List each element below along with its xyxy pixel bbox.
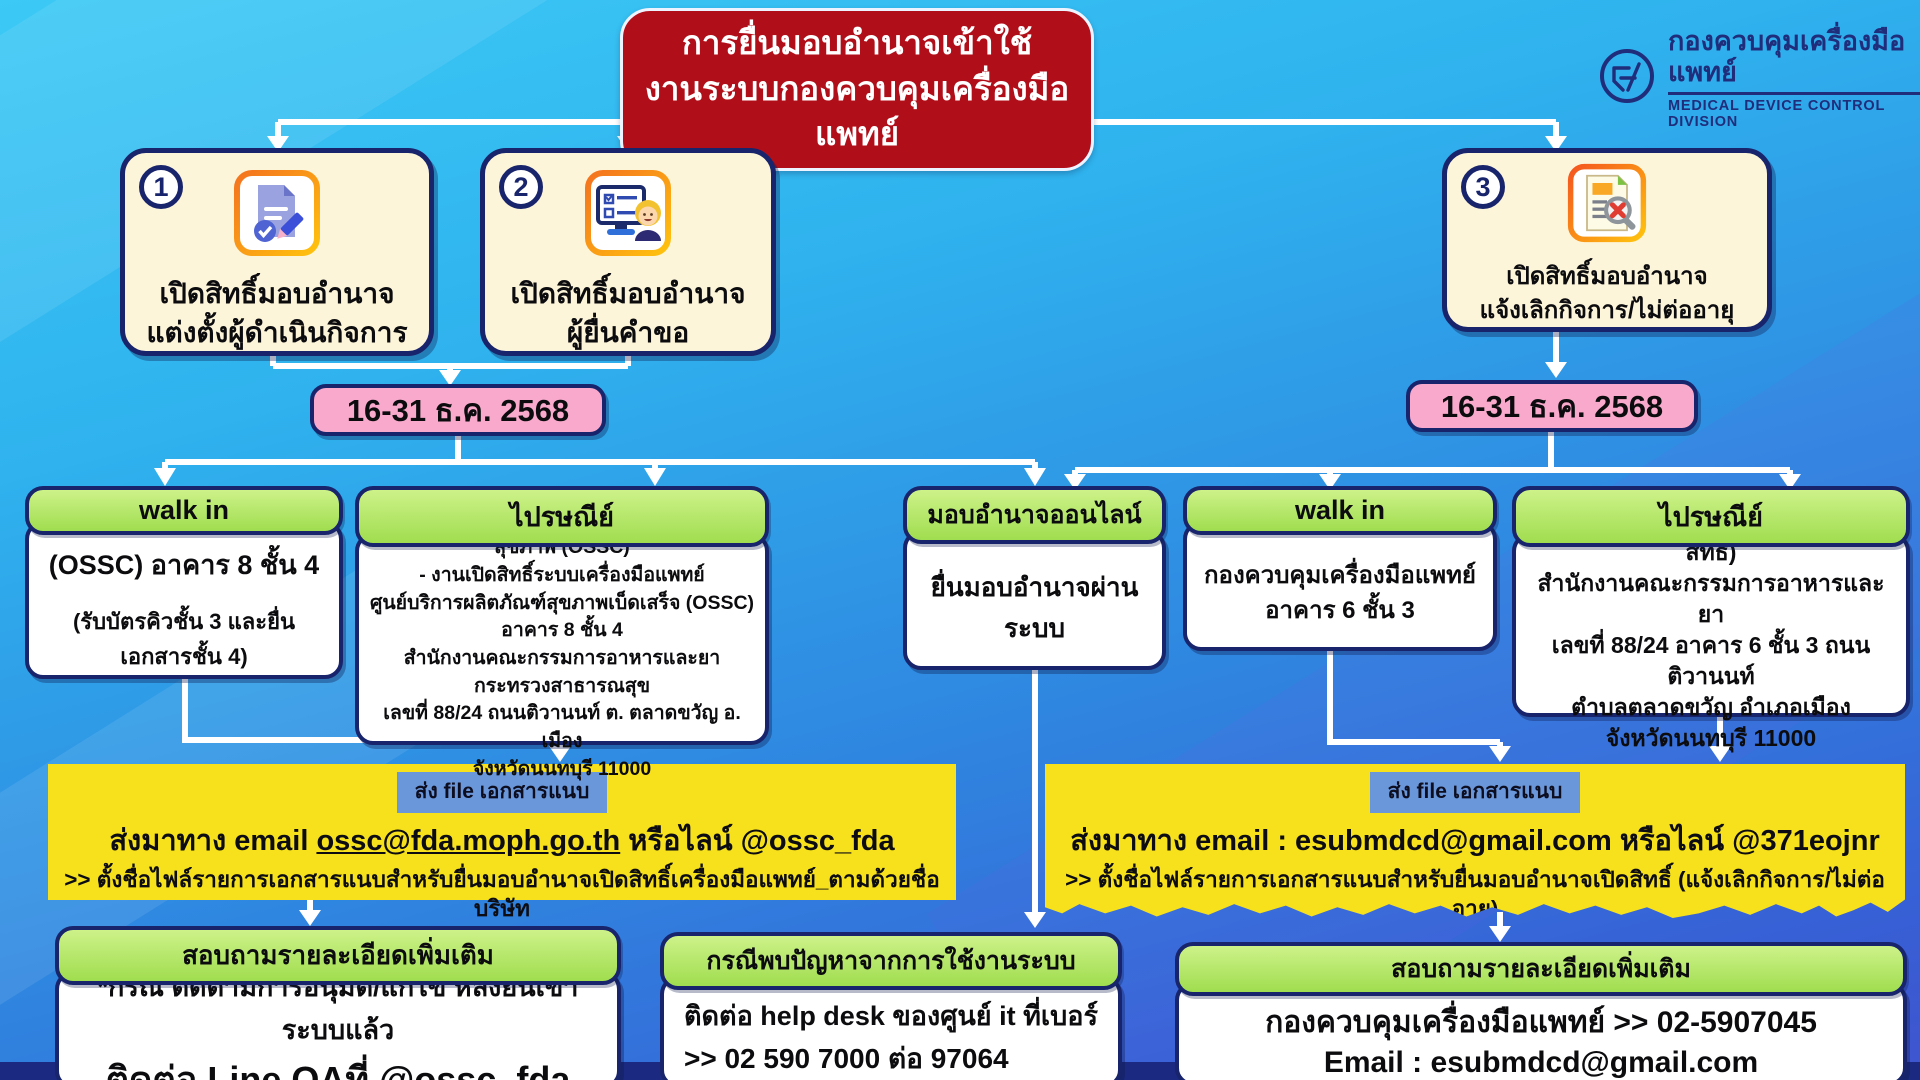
contact-line1: กองควบคุมเครื่องมือแพทย์ >> 02-5907045	[1265, 1005, 1817, 1039]
walkin-location: อาคาร 6 ชั้น 3	[1265, 597, 1415, 624]
option-number-badge: 1	[139, 165, 183, 209]
contact-header: สอบถามรายละเอียดเพิ่มเติม	[1175, 942, 1907, 996]
attachment-instructions-right: ส่ง file เอกสารแนบ ส่งมาทาง email : esub…	[1045, 764, 1905, 918]
attachment-send-line: ส่งมาทาง email : esubmdcd@gmail.com หรือ…	[1070, 825, 1880, 857]
logo-org-english: MEDICAL DEVICE CONTROL DIVISION	[1668, 92, 1920, 130]
post-address-line: ตำบลตลาดขวัญ อำเภอเมือง	[1571, 694, 1851, 721]
contact-header: กรณีพบปัญหาจากการใช้งานระบบ	[660, 932, 1122, 990]
channel-right-walkin: walk in กองควบคุมเครื่องมือแพทย์ อาคาร 6…	[1183, 486, 1497, 651]
channel-header: ไปรษณีย์	[355, 486, 769, 547]
post-address-line: - งานเปิดสิทธิ์ระบบเครื่องมือแพทย์	[419, 563, 705, 586]
attachment-send-line: ส่งมาทาง email ossc@fda.moph.go.th หรือไ…	[62, 817, 942, 863]
walkin-location: กองควบคุมเครื่องมือแพทย์	[1204, 562, 1476, 590]
document-cancel-magnifier-icon	[1567, 163, 1647, 248]
page-title-line2: งานระบบกองควบคุมเครื่องมือแพทย์	[644, 69, 1070, 153]
option-label-line1: เปิดสิทธิ์มอบอำนาจ	[159, 278, 395, 309]
attachment-instructions-left: ส่ง file เอกสารแนบ ส่งมาทาง email ossc@f…	[48, 764, 956, 921]
post-address-line: สำนักงานคณะกรรมการอาหารและยา กระทรวงสาธา…	[403, 647, 721, 697]
send-prefix: ส่งมาทาง email	[109, 825, 317, 857]
send-suffix: หรือไลน์ @ossc_fda	[620, 825, 895, 857]
page-title: การยื่นมอบอำนาจเข้าใช้ งานระบบกองควบคุมเ…	[620, 8, 1094, 171]
mdcd-logo-icon	[1598, 47, 1656, 110]
channel-online: มอบอำนาจออนไลน์ ยื่นมอบอำนาจผ่าน ระบบ	[903, 486, 1166, 670]
option-label-line1: เปิดสิทธิ์มอบอำนาจ	[1506, 263, 1708, 290]
post-address-line: ศูนย์บริการผลิตภัณฑ์สุขภาพเบ็ดเสร็จ (OSS…	[369, 591, 755, 642]
logo-org-thai: กองควบคุมเครื่องมือแพทย์	[1668, 26, 1906, 88]
channel-header: walk in	[25, 486, 343, 535]
mdcd-logo: กองควบคุมเครื่องมือแพทย์ MEDICAL DEVICE …	[1598, 26, 1920, 130]
option-label-line2: ผู้ยื่นคำขอ	[566, 317, 690, 349]
channel-right-post: ไปรษณีย์ กองควบคุมเครื่องมือแพทย์ (งานเป…	[1512, 486, 1910, 751]
contact-box-right: สอบถามรายละเอียดเพิ่มเติม กองควบคุมเครื่…	[1175, 942, 1907, 1080]
online-line2: ระบบ	[1004, 613, 1065, 643]
post-address-line: เลขที่ 88/24 ถนนติวานนท์ ต. ตลาดขวัญ อ. …	[383, 702, 741, 753]
option-label: เปิดสิทธิ์มอบอำนาจ แต่งตั้งผู้ดำเนินกิจก…	[147, 274, 408, 352]
email-address: ossc@fda.moph.go.th	[316, 825, 621, 857]
post-address-line: จังหวัดนนทบุรี 11000	[472, 757, 652, 780]
channel-left-post: ไปรษณีย์ ศูนย์รับเรื่องเข้า-ออกด้านการบร…	[355, 486, 769, 780]
contact-box-left: สอบถามรายละเอียดเพิ่มเติม *กรณี ติดตามกา…	[55, 926, 621, 1080]
contact-header: สอบถามรายละเอียดเพิ่มเติม	[55, 926, 621, 985]
contact-line2: >> 02 590 7000 ต่อ 97064	[683, 1042, 1009, 1074]
contact-line2: ติดต่อ Line OAที่ @ossc_fda	[105, 1058, 571, 1080]
channel-header: walk in	[1183, 486, 1497, 535]
option-card-2: 2 เปิดสิทธิ์มอบอำนาจ ผู้	[480, 148, 776, 356]
option-number-badge: 3	[1461, 165, 1505, 209]
computer-applicant-icon	[584, 169, 672, 262]
walkin-location: (OSSC) อาคาร 8 ชั้น 4	[48, 549, 320, 580]
contact-line1: ติดต่อ help desk ของศูนย์ it ที่เบอร์	[683, 1000, 1099, 1031]
post-address-line: จังหวัดนนทบุรี 11000	[1605, 725, 1817, 752]
channel-left-walkin: walk in (OSSC) อาคาร 8 ชั้น 4 (รับบัตรคิ…	[25, 486, 343, 679]
post-address-line: เลขที่ 88/24 อาคาร 6 ชั้น 3 ถนนติวานนท์	[1551, 632, 1871, 690]
attachment-badge: ส่ง file เอกสารแนบ	[1369, 772, 1581, 813]
contact-line2: Email : esubmdcd@gmail.com	[1323, 1045, 1759, 1079]
option-number-badge: 2	[499, 165, 543, 209]
channel-header: มอบอำนาจออนไลน์	[903, 486, 1166, 544]
date-range-left: 16-31 ธ.ค. 2568	[310, 384, 606, 436]
option-label-line2: แต่งตั้งผู้ดำเนินกิจการ	[146, 317, 408, 349]
online-line1: ยื่นมอบอำนาจผ่าน	[930, 572, 1139, 602]
option-card-1: 1 เปิดสิทธิ์มอบอำนาจ แต่งตั้งผู้ดำเนินกิ…	[120, 148, 434, 356]
page-title-line1: การยื่นมอบอำนาจเข้าใช้	[681, 24, 1033, 61]
option-label-line1: เปิดสิทธิ์มอบอำนาจ	[510, 278, 746, 309]
date-range-right: 16-31 ธ.ค. 2568	[1406, 380, 1698, 432]
attachment-note: >> ตั้งชื่อไฟล์รายการเอกสารแนบสำหรับยื่น…	[64, 867, 940, 922]
option-label: เปิดสิทธิ์มอบอำนาจ ผู้ยื่นคำขอ	[510, 274, 745, 352]
attachment-badge: ส่ง file เอกสารแนบ	[396, 772, 608, 813]
contact-box-middle: กรณีพบปัญหาจากการใช้งานระบบ ติดต่อ help …	[660, 932, 1122, 1080]
option-card-3: 3 เปิดสิทธิ์มอบอำนาจ แจ้งเลิกกิจการ/ไม่ต…	[1442, 148, 1772, 332]
channel-header: ไปรษณีย์	[1512, 486, 1910, 547]
option-label: เปิดสิทธิ์มอบอำนาจ แจ้งเลิกกิจการ/ไม่ต่อ…	[1480, 260, 1735, 327]
attachment-note: >> ตั้งชื่อไฟล์รายการเอกสารแนบสำหรับยื่น…	[1065, 867, 1885, 922]
walkin-note: (รับบัตรคิวชั้น 3 และยื่นเอกสารชั้น 4)	[72, 608, 296, 669]
document-approve-pencil-icon	[233, 169, 321, 262]
post-address-line: สำนักงานคณะกรรมการอาหารและยา	[1537, 569, 1885, 627]
option-label-line2: แจ้งเลิกกิจการ/ไม่ต่ออายุ	[1479, 296, 1735, 324]
